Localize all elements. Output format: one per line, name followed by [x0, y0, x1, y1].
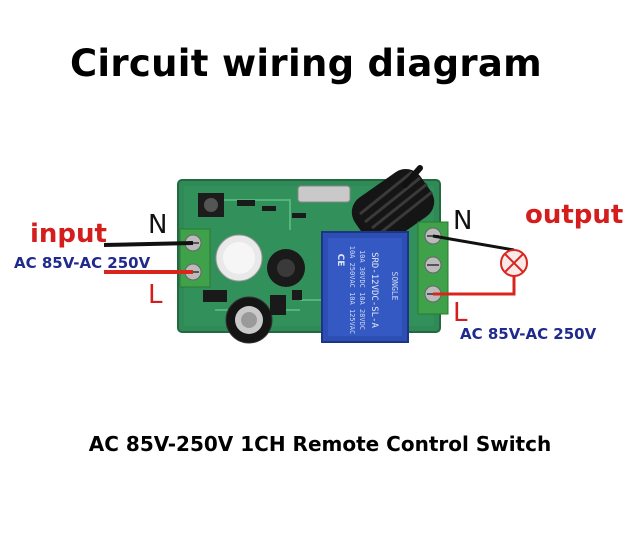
output-neutral-label: N — [453, 206, 473, 236]
input-neutral-wire — [103, 241, 194, 247]
output-live-label: L — [453, 298, 468, 328]
lamp-icon — [500, 249, 528, 277]
output-terminal-block — [417, 221, 449, 315]
output-neutral-wire — [432, 234, 515, 252]
input-live-label: L — [148, 280, 163, 310]
inductor-component — [267, 249, 305, 287]
antenna-coil — [351, 165, 435, 245]
diagram-caption: AC 85V-250V 1CH Remote Control Switch — [88, 432, 552, 456]
crystal-component — [297, 185, 351, 203]
output-voltage-label: AC 85V-AC 250V — [460, 325, 597, 343]
relay-model-text: SRD-12VDC-SL-A — [369, 252, 379, 328]
diagram-title: Circuit wiring diagram — [69, 42, 543, 85]
relay-rating-text-1: 10A 250VAC 10A 125VAC — [348, 246, 356, 335]
relay-code-text: CE — [335, 254, 345, 267]
output-live-wire — [433, 276, 516, 296]
push-button-component — [198, 193, 224, 217]
input-terminal-block — [179, 228, 211, 288]
relay-rating-text-2: 10A 30VDC 10A 28VDC — [358, 250, 366, 330]
capacitor-white — [215, 234, 263, 282]
output-label: output — [525, 200, 624, 230]
input-voltage-label: AC 85V-AC 250V — [14, 254, 151, 272]
input-neutral-label: N — [148, 210, 168, 240]
input-label: input — [30, 219, 107, 249]
capacitor-black — [225, 296, 273, 344]
relay-component: SONGLE 10A 250VAC 10A 125VAC 10A 30VDC 1… — [321, 231, 409, 343]
relay-brand-text: SONGLE — [390, 272, 399, 301]
